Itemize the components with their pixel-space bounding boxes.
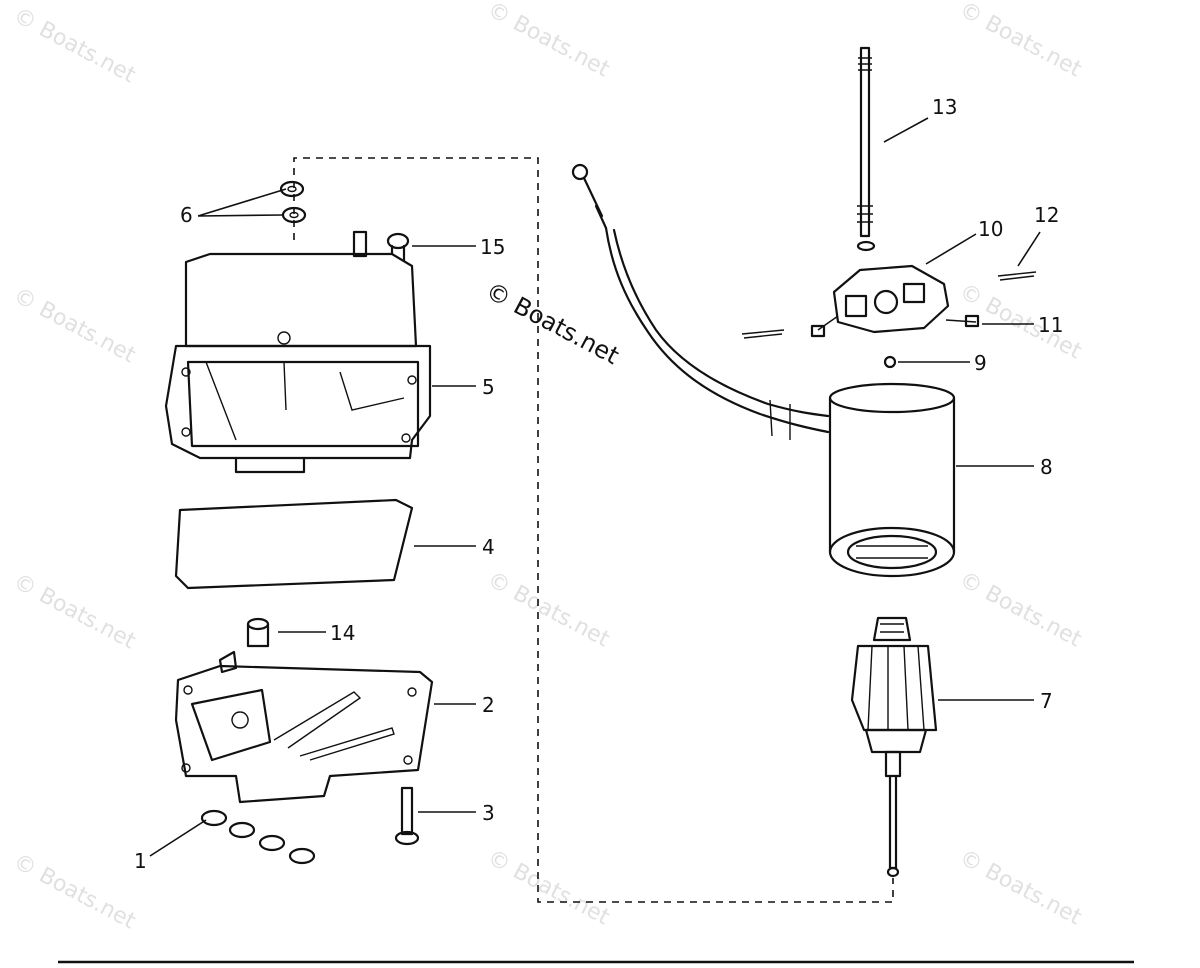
- watermark-tile: © Boats.net: [955, 0, 1086, 82]
- part-3-bolt: [394, 786, 420, 846]
- wire-harness: [571, 163, 830, 440]
- callout-2: 2: [482, 693, 495, 717]
- callout-3: 3: [482, 801, 495, 825]
- watermark-tiles: © Boats.net © Boats.net © Boats.net © Bo…: [9, 0, 1086, 934]
- watermark-tile: © Boats.net: [9, 3, 140, 88]
- part-1-o-rings: [200, 809, 316, 865]
- callout-4: 4: [482, 535, 495, 559]
- callout-9: 9: [974, 351, 987, 375]
- part-5-cover-housing: [164, 230, 432, 474]
- watermark-tile: © Boats.net: [9, 569, 140, 654]
- part-6-washers: [279, 180, 307, 224]
- callout-15: 15: [480, 235, 505, 259]
- watermark-tile: © Boats.net: [483, 0, 614, 82]
- watermark-tile: © Boats.net: [483, 845, 614, 930]
- leader-lines: [149, 117, 1041, 857]
- watermark-tile: © Boats.net: [955, 567, 1086, 652]
- part-2-base-plate: [174, 650, 434, 804]
- callout-14: 14: [330, 621, 355, 645]
- callout-11: 11: [1038, 313, 1063, 337]
- callout-12: 12: [1034, 203, 1059, 227]
- callout-10: 10: [978, 217, 1003, 241]
- watermark-center: © Boats.net: [481, 277, 623, 370]
- part-12-clip: [997, 271, 1037, 281]
- part-14-sleeve: [246, 617, 270, 648]
- watermark-tile: © Boats.net: [955, 845, 1086, 930]
- watermark-tile: © Boats.net: [9, 283, 140, 368]
- callout-5: 5: [482, 375, 495, 399]
- part-10-brush-plate: [810, 264, 980, 338]
- part-9-nut: [883, 355, 897, 369]
- callout-6: 6: [180, 203, 193, 227]
- callout-8: 8: [1040, 455, 1053, 479]
- callout-labels: 1 2 3 4 5 6 7 8 9 10 11 12 13 14 15: [134, 95, 1063, 873]
- alignment-dashed-line: [293, 157, 894, 903]
- part-12-clip-left: [741, 329, 785, 339]
- part-7-armature: [850, 616, 938, 878]
- part-4-gasket: [174, 498, 414, 590]
- callout-7: 7: [1040, 689, 1053, 713]
- callout-13: 13: [932, 95, 957, 119]
- part-8-field-frame: [828, 382, 956, 578]
- watermark-tile: © Boats.net: [9, 849, 140, 934]
- callout-1: 1: [134, 849, 147, 873]
- watermark-tile: © Boats.net: [483, 567, 614, 652]
- part-13-rod: [856, 46, 876, 252]
